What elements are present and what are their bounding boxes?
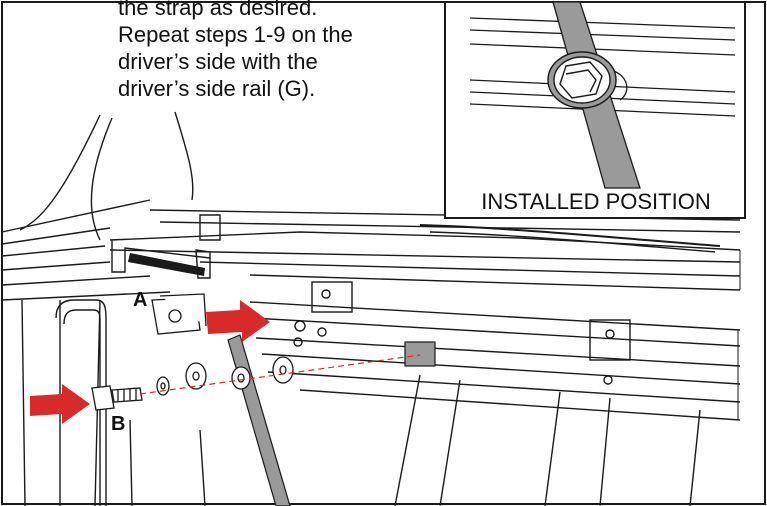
inset-bolt <box>547 51 617 109</box>
truck-cab-outline <box>1 111 194 301</box>
arrow-into-rail <box>206 300 270 342</box>
tool-wrench <box>128 253 205 276</box>
instruction-line: driver’s side rail (G). <box>118 76 316 101</box>
inset-caption: INSTALLED POSITION <box>481 189 711 214</box>
instruction-line: Repeat steps 1-9 on the <box>118 22 353 47</box>
instruction-line: the strap as desired. <box>118 0 318 20</box>
bolt-b <box>91 385 143 411</box>
callout-label-a: A <box>133 289 148 311</box>
inset-box <box>444 1 746 219</box>
instruction-text: the strap as desired. Repeat steps 1-9 o… <box>118 0 418 102</box>
washers <box>156 356 294 396</box>
callout-label-b: B <box>111 413 126 435</box>
instruction-line: driver’s side with the <box>118 49 318 74</box>
spacer-block <box>404 341 436 367</box>
right-edge-ticks <box>737 250 741 420</box>
install-path-dashed <box>139 354 421 395</box>
arrow-bolt <box>30 384 90 424</box>
clip-nut-a <box>151 293 207 335</box>
